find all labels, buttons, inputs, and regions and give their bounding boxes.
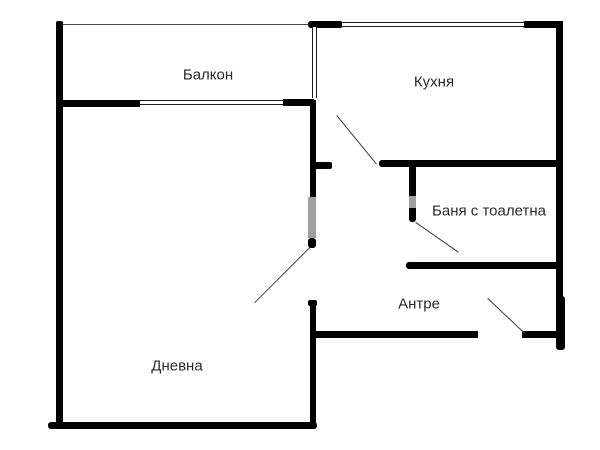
wall-mid-door-cap — [308, 238, 316, 248]
door-leaf-living — [308, 197, 316, 238]
wall-right-lower — [556, 296, 565, 350]
door-swing-kitchen — [335, 115, 377, 165]
wall-kitchen-bottom-stub — [313, 162, 332, 169]
wall-hall-bottom-right — [522, 331, 563, 338]
room-label-balcony: Балкон — [182, 66, 234, 84]
wall-hall-bottom-left — [313, 331, 478, 338]
door-leaf-bath — [409, 196, 416, 208]
window-living-balcony — [140, 100, 283, 105]
wall-top-kitchen-right — [523, 21, 560, 28]
wall-bath-bottom — [406, 262, 560, 269]
room-label-kitchen: Кухня — [413, 73, 455, 91]
wall-left — [56, 21, 63, 429]
wall-mid-upper — [310, 100, 316, 197]
wall-right-upper — [556, 21, 563, 298]
room-label-living: Дневна — [151, 357, 203, 375]
wall-bath-left — [409, 165, 416, 222]
wall-balcony-bottom-right — [283, 99, 314, 106]
wall-top-kitchen-left — [308, 21, 343, 28]
window-balcony-kitchen — [312, 27, 317, 98]
wall-balcony-bottom-left — [56, 100, 140, 107]
window-kitchen-top — [342, 22, 524, 27]
wall-living-bottom — [48, 422, 317, 429]
room-label-hallway: Антре — [398, 295, 440, 313]
wall-mid-lower — [310, 301, 316, 428]
door-swing-bath — [415, 222, 459, 254]
balcony-rail-line — [63, 24, 309, 26]
wall-kitchen-bottom — [379, 160, 560, 167]
door-swing-entrance — [487, 298, 525, 334]
door-swing-living — [254, 247, 310, 303]
room-label-bathroom: Баня с тоалетна — [432, 202, 546, 220]
